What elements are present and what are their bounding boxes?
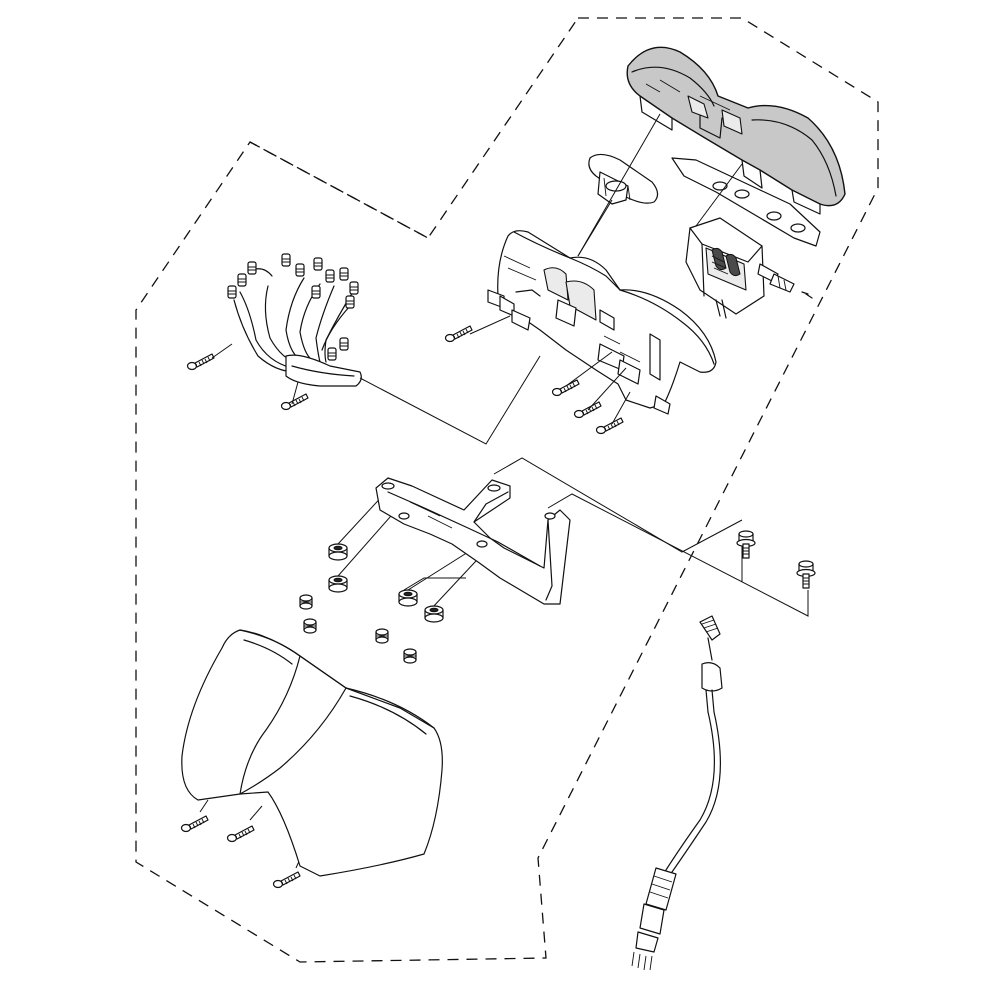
meter-bracket — [375, 477, 571, 605]
wiring-harness-subgroup-outline — [249, 141, 429, 239]
wiring-harness — [227, 253, 362, 387]
flange-bolts — [736, 530, 816, 589]
tachometer-movement — [685, 217, 813, 319]
meter-lower-case — [487, 230, 717, 415]
speedometer-cable — [631, 615, 723, 971]
indicator-lens — [588, 153, 659, 205]
meter-upper-case — [626, 46, 846, 215]
circuit-plate — [671, 157, 821, 247]
meter-cover — [181, 629, 443, 877]
rubber-grommets — [299, 543, 444, 664]
